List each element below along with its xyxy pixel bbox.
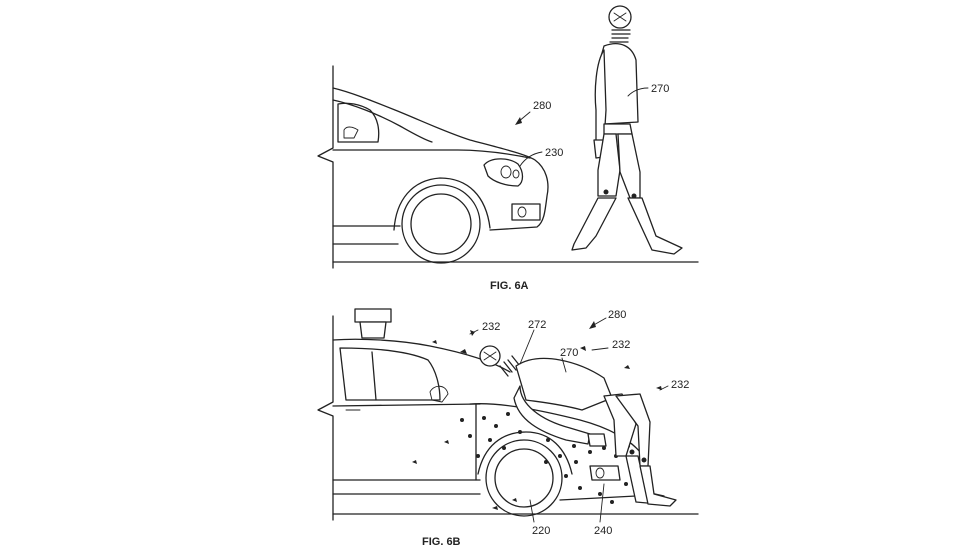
leader-272 [519, 329, 535, 365]
label-headlamp: 240 [594, 525, 612, 537]
leader-232-right [659, 385, 669, 391]
label-pedestrian-6a: 270 [651, 83, 669, 95]
caption-fig-6a: FIG. 6A [490, 280, 529, 292]
label-particles-right: 232 [671, 379, 689, 391]
leader-270-6b [561, 357, 567, 373]
leader-232-left [469, 329, 479, 335]
pedestrian-6b [479, 345, 677, 507]
label-scene-6a: 280 [533, 100, 551, 112]
figure-6b: 272 280 232 270 232 232 220 240 FIG. 6B [317, 308, 699, 548]
leader-230 [519, 151, 543, 167]
label-particles-mid: 232 [612, 339, 630, 351]
leader-240 [599, 483, 605, 523]
vehicle-6a [332, 87, 549, 264]
label-scene-6b: 280 [608, 309, 626, 321]
figure-6a: 270 280 230 FIG. 6A [317, 5, 699, 292]
leader-220 [529, 499, 535, 523]
pedestrian-6a [571, 5, 683, 255]
label-particles-left: 232 [482, 321, 500, 333]
break-line-6b [317, 315, 334, 521]
caption-fig-6b: FIG. 6B [422, 536, 461, 548]
break-line-6a [317, 65, 334, 269]
roof-sensor [354, 308, 392, 323]
leader-270-6a [627, 87, 649, 97]
label-adhesive-layer: 220 [532, 525, 550, 537]
vehicle-6b [332, 338, 646, 517]
label-vehicle-front: 230 [545, 147, 563, 159]
leader-232-mid [591, 347, 609, 351]
label-pedestrian-6b: 270 [560, 347, 578, 359]
label-pedestrian-neck: 272 [528, 319, 546, 331]
